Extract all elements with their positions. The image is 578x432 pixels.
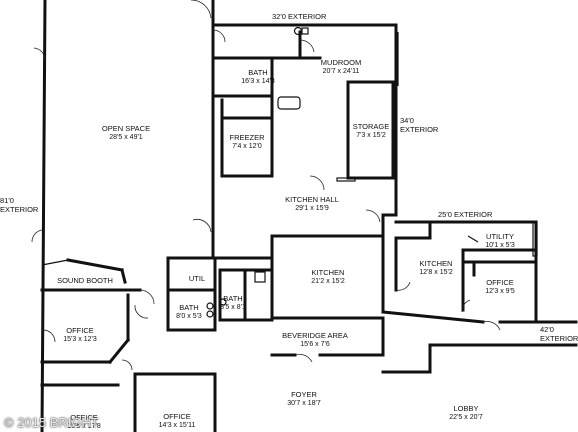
room-dims: 10'1 x 5'3 — [485, 242, 515, 249]
room-dims: 14'3 x 15'11 — [158, 422, 196, 429]
room-dims: 15'6 x 7'6 — [300, 341, 330, 348]
room-office-bottom-left: OFFICE 15'6 x 17'8 — [67, 413, 100, 431]
room-name: BATH — [179, 303, 199, 312]
room-dims: 8'5 x 8'1 — [220, 304, 246, 311]
room-storage: STORAGE 7'3 x 15'2 — [353, 122, 390, 140]
room-bath-small: BATH 8'5 x 8'1 — [220, 294, 246, 312]
room-bath-mid: BATH 8'0 x 5'3 — [176, 303, 202, 321]
room-dims: 28'5 x 49'1 — [109, 134, 143, 141]
room-name: BATH — [223, 294, 243, 303]
room-name: MUDROOM — [320, 58, 362, 67]
room-utility: UTILITY 10'1 x 5'3 — [485, 232, 515, 250]
exterior-label-right-upper-value: 34'0 — [400, 116, 414, 125]
room-dims: 16'3 x 14'3 — [241, 78, 275, 85]
room-lobby: LOBBY 22'5 x 20'7 — [449, 404, 482, 422]
room-kitchen-hall: KITCHEN HALL 29'1 x 15'9 — [285, 195, 339, 213]
room-name: FREEZER — [229, 133, 265, 142]
room-dims: 30'7 x 18'7 — [287, 400, 321, 407]
room-name: UTILITY — [486, 232, 514, 241]
exterior-label-right-lower: 42'0 EXTERIOR — [540, 325, 578, 343]
door-swings — [31, 0, 501, 371]
room-dims: 7'4 x 12'0 — [232, 143, 262, 150]
room-name: OFFICE — [66, 326, 94, 335]
room-dims: 21'2 x 15'2 — [311, 278, 345, 285]
room-dims: 15'6 x 17'8 — [67, 423, 101, 430]
room-kitchen-main: KITCHEN 21'2 x 15'2 — [311, 268, 344, 286]
room-office-bottom: OFFICE 14'3 x 15'11 — [159, 412, 196, 430]
fixtures — [41, 26, 538, 318]
room-name: FOYER — [291, 390, 317, 399]
copyright-watermark: © 2015 BRIGHT — [4, 415, 99, 430]
room-dims: 22'5 x 20'7 — [449, 414, 483, 421]
exterior-label-right-mid: 25'0 EXTERIOR — [438, 210, 493, 219]
room-dims: 29'1 x 15'9 — [295, 205, 329, 212]
room-name: STORAGE — [352, 122, 390, 131]
room-name: KITCHEN HALL — [285, 195, 339, 204]
room-sound-booth: SOUND BOOTH — [57, 276, 113, 285]
walls — [40, 0, 578, 432]
exterior-label-top: 32'0 EXTERIOR — [272, 12, 327, 21]
room-name: UTIL — [188, 274, 206, 283]
room-util: UTIL — [189, 274, 205, 283]
room-dims: 15'3 x 12'3 — [63, 336, 97, 343]
room-bath-upper: BATH 16'3 x 14'3 — [241, 68, 274, 86]
room-name: KITCHEN — [419, 259, 453, 268]
exterior-label-right-lower-word: EXTERIOR — [540, 334, 578, 343]
room-office-left: OFFICE 15'3 x 12'3 — [63, 326, 96, 344]
room-name: LOBBY — [453, 404, 479, 413]
room-name: OPEN SPACE — [101, 124, 151, 133]
room-dims: 8'0 x 5'3 — [176, 313, 202, 320]
exterior-label-left: 81'0 EXTERIOR — [0, 196, 38, 214]
exterior-label-right-upper-word: EXTERIOR — [400, 125, 439, 134]
room-name: KITCHEN — [311, 268, 345, 277]
room-dims: 20'7 x 24'11 — [322, 68, 360, 75]
room-dims: 12'3 x 9'5 — [485, 288, 515, 295]
room-mudroom: MUDROOM 20'7 x 24'11 — [321, 58, 361, 76]
exterior-label-right-upper: 34'0 EXTERIOR — [400, 116, 438, 134]
room-name: SOUND BOOTH — [57, 276, 113, 285]
room-name: OFFICE — [486, 278, 514, 287]
room-name: BATH — [248, 68, 268, 77]
room-name: OFFICE — [163, 412, 191, 421]
room-dims: 7'3 x 15'2 — [356, 132, 386, 139]
room-open-space: OPEN SPACE 28'5 x 49'1 — [102, 124, 150, 142]
exterior-label-right-lower-value: 42'0 — [540, 325, 554, 334]
room-name: OFFICE — [70, 413, 98, 422]
room-kitchen-right: KITCHEN 12'8 x 15'2 — [419, 259, 452, 277]
room-beveridge-area: BEVERIDGE AREA 15'6 x 7'6 — [282, 331, 348, 349]
room-name: BEVERIDGE AREA — [282, 331, 348, 340]
room-dims: 12'8 x 15'2 — [419, 269, 453, 276]
room-freezer: FREEZER 7'4 x 12'0 — [229, 133, 264, 151]
exterior-label-left-value: 81'0 — [0, 196, 14, 205]
room-office-right: OFFICE 12'3 x 9'5 — [485, 278, 515, 296]
exterior-label-left-word: EXTERIOR — [0, 205, 39, 214]
room-foyer: FOYER 30'7 x 18'7 — [287, 390, 320, 408]
